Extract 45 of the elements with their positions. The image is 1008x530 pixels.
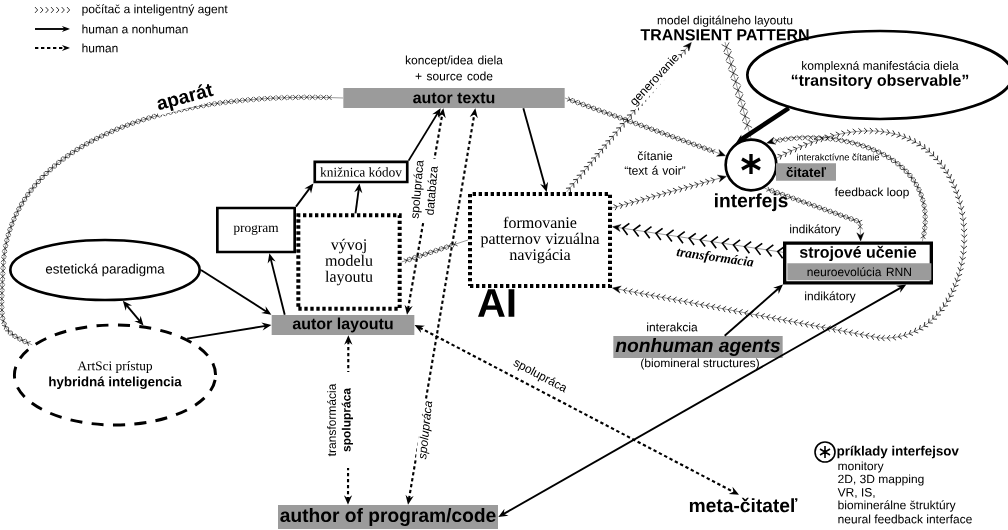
chevron-line xyxy=(612,127,968,342)
crossed-line xyxy=(721,41,753,139)
node-label: model digitálneho layoutu TRANSIENT PATTERN xyxy=(640,15,809,41)
edge-label: transformácia xyxy=(674,245,756,271)
edge-label: transformácia spolupráca xyxy=(325,372,355,468)
process-box: program xyxy=(216,206,296,254)
crossed-line xyxy=(0,94,344,347)
label-box: author of program/code xyxy=(278,505,498,529)
edge-label: indikátory xyxy=(788,223,842,237)
legend-text: human xyxy=(82,43,118,53)
note-text: interakctívne čítanie xyxy=(797,153,880,161)
legend-text: počítač a inteligentný agent xyxy=(82,4,228,16)
ai-label: AI xyxy=(478,289,515,317)
node-label: meta-čitateľ xyxy=(689,497,798,513)
edge-label: aparát xyxy=(153,80,217,116)
process-box: knižnica kódov xyxy=(313,160,409,184)
node-label: interfejs xyxy=(715,193,788,212)
chevron-line xyxy=(565,42,692,193)
legend-text: human a nonhuman xyxy=(82,24,188,34)
edge-label: spolupráca databáza xyxy=(408,156,440,223)
dotted-box: vývoj modelu layoutu xyxy=(296,213,402,311)
note-text: čítanie “text á voir” xyxy=(624,151,686,175)
list-item: monitory xyxy=(838,461,884,473)
crossed-line xyxy=(764,186,865,242)
label-box: čitateľ xyxy=(776,163,836,181)
list-heading: príklady interfejsov xyxy=(837,445,959,459)
label-box: autor layoutu xyxy=(271,315,415,335)
edge-label: feedback loop xyxy=(833,186,911,200)
label-box: autor textu xyxy=(343,88,565,108)
crossed-line xyxy=(766,134,928,242)
node-caption: koncept/idea diela + source code xyxy=(405,55,503,81)
edge-label: spolupráca xyxy=(415,398,437,462)
crossed-line xyxy=(401,239,469,264)
list-item: biominerálne štruktúry xyxy=(838,500,956,512)
chevron-line xyxy=(611,175,727,211)
node-caption: (biomineral structures) xyxy=(641,358,759,370)
note-text: indikátory xyxy=(805,291,856,303)
label-box: nonhuman agents xyxy=(613,336,783,358)
list-item: neural feedback interface xyxy=(838,514,972,524)
dotted-box: formovanie patternov vizuálna navigácia xyxy=(468,192,612,288)
crossed-line xyxy=(564,96,726,157)
list-item: VR, IS, xyxy=(837,488,875,498)
node-caption: interakcia xyxy=(647,322,698,332)
list-item: 2D, 3D mapping xyxy=(838,474,924,486)
chevron-line xyxy=(612,222,786,259)
